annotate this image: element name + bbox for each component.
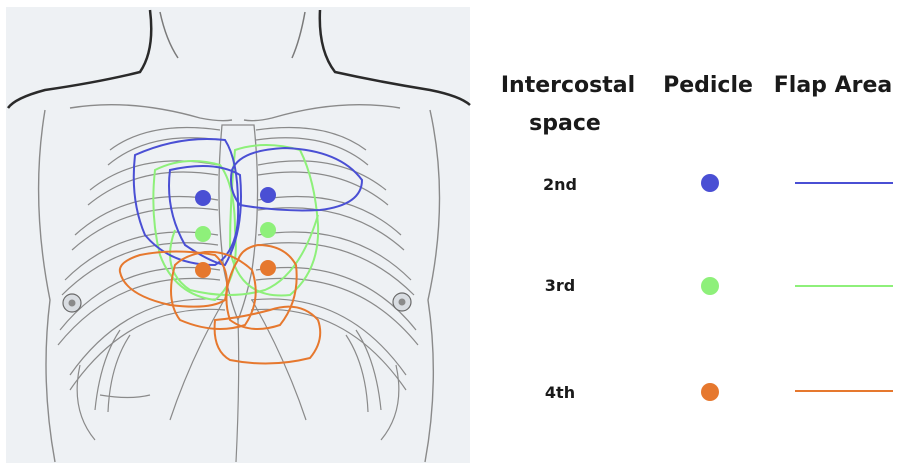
- pedicle-3rd-left: [195, 226, 211, 242]
- legend: Intercostal space Pedicle Flap Area 2nd …: [501, 73, 893, 402]
- pedicle-2nd-right: [260, 187, 276, 203]
- pedicle-4th-left: [195, 262, 211, 278]
- chest-sketch: [6, 7, 470, 463]
- legend-row-2nd-label: 2nd: [543, 175, 577, 194]
- pedicle-3rd-right: [260, 222, 276, 238]
- legend-header-pedicle: Pedicle: [663, 73, 753, 98]
- legend-header-space: space: [529, 111, 601, 136]
- legend-header-intercostal: Intercostal: [501, 73, 635, 98]
- legend-row-4th-label: 4th: [545, 383, 575, 402]
- legend-row-3rd-pedicle: [701, 277, 719, 295]
- legend-row-2nd-pedicle: [701, 174, 719, 192]
- legend-row-3rd-label: 3rd: [545, 276, 575, 295]
- legend-row-4th-pedicle: [701, 383, 719, 401]
- pedicle-2nd-left: [195, 190, 211, 206]
- nipple-right: [393, 293, 411, 311]
- pedicle-4th-right: [260, 260, 276, 276]
- legend-header-flap-area: Flap Area: [774, 73, 892, 98]
- nipple-left: [63, 294, 81, 312]
